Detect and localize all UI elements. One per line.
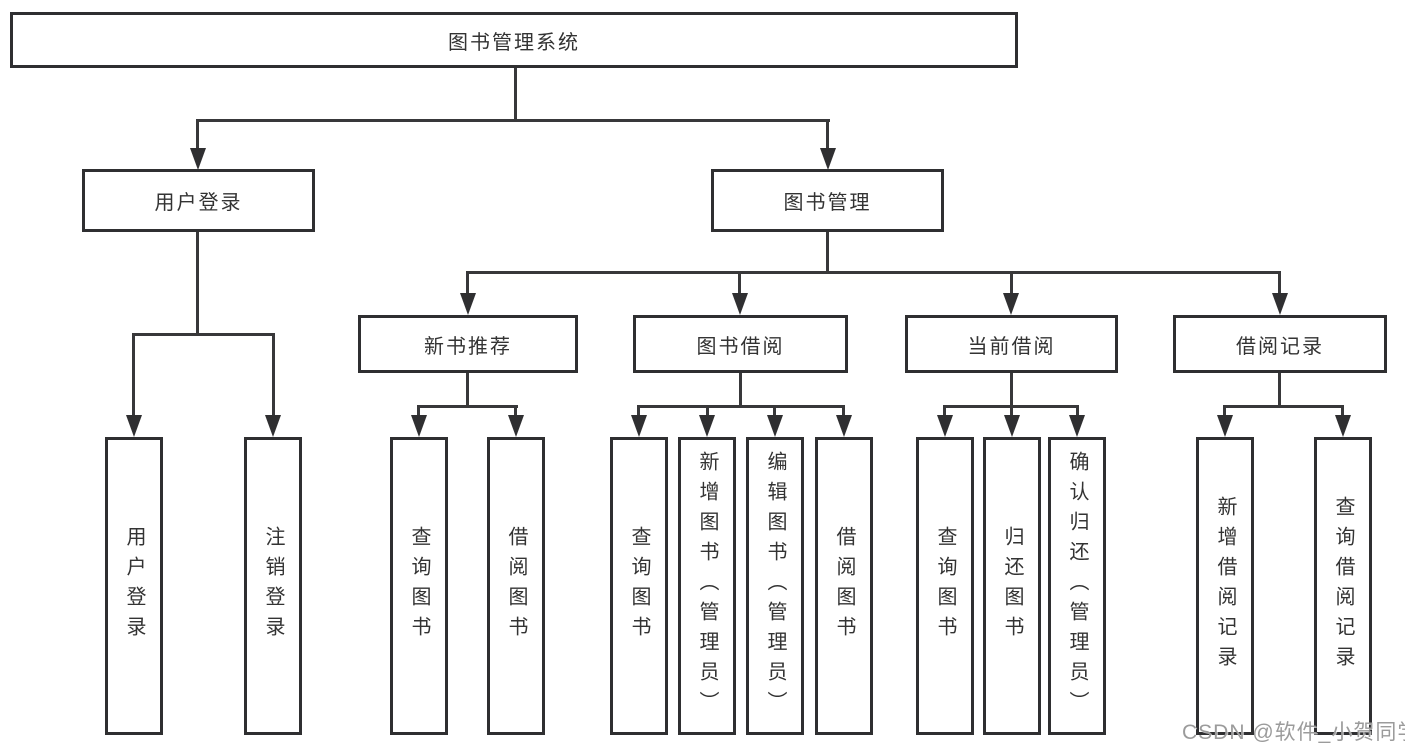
connector-line	[773, 405, 776, 416]
node-borrow-books-borrowing: 借阅图书	[815, 437, 873, 735]
node-borrow-books-recommend: 借阅图书	[487, 437, 545, 735]
node-return-books: 归还图书	[983, 437, 1041, 735]
node-borrowing-records: 借阅记录	[1173, 315, 1387, 373]
arrow-down-icon	[631, 415, 647, 437]
node-label: 图书管理	[783, 192, 872, 214]
node-edit-books-admin: 编辑图书（管理员）	[746, 437, 804, 735]
connector-line	[466, 271, 469, 295]
node-label: 查询图书	[408, 526, 430, 646]
arrow-down-icon	[1069, 415, 1085, 437]
arrow-down-icon	[937, 415, 953, 437]
node-query-books-current: 查询图书	[916, 437, 974, 735]
connector-user-rail	[132, 333, 275, 336]
node-new-book-recommend: 新书推荐	[358, 315, 578, 373]
node-confirm-return-admin: 确认归还（管理员）	[1048, 437, 1106, 735]
node-book-borrowing: 图书借阅	[633, 315, 848, 373]
node-book-management-branch: 图书管理	[711, 169, 944, 232]
node-current-borrowing: 当前借阅	[905, 315, 1118, 373]
connector-line	[1010, 271, 1013, 295]
node-label: 查询图书	[934, 526, 956, 646]
arrow-down-icon	[732, 293, 748, 315]
arrow-down-icon	[460, 293, 476, 315]
connector-line	[466, 373, 469, 408]
node-label: 归还图书	[1001, 526, 1023, 646]
connector-line	[1341, 405, 1344, 416]
node-query-borrow-record: 查询借阅记录	[1314, 437, 1372, 735]
connector-line	[706, 405, 709, 416]
connector-line	[514, 405, 517, 416]
connector-line	[417, 405, 420, 416]
node-query-books-borrowing: 查询图书	[610, 437, 668, 735]
connector-line	[739, 373, 742, 408]
arrow-down-icon	[836, 415, 852, 437]
connector-root-trunk	[514, 68, 517, 121]
arrow-down-icon	[767, 415, 783, 437]
connector-line	[738, 271, 741, 295]
connector-line	[1010, 405, 1013, 416]
connector-line	[1076, 405, 1079, 416]
arrow-down-icon	[820, 148, 836, 170]
node-logout: 注销登录	[244, 437, 302, 735]
node-label: 新增借阅记录	[1214, 496, 1236, 676]
node-library-system-root: 图书管理系统	[10, 12, 1018, 68]
connector-rail	[637, 405, 845, 408]
node-label: 确认归还（管理员）	[1066, 451, 1088, 721]
connector-line	[1223, 405, 1226, 416]
arrow-down-icon	[1003, 293, 1019, 315]
connector-user-trunk	[196, 232, 199, 335]
connector-line	[272, 333, 275, 417]
node-label: 借阅记录	[1236, 335, 1324, 358]
node-label: 注销登录	[262, 526, 284, 646]
connector-line	[826, 119, 829, 148]
node-label: 借阅图书	[505, 526, 527, 646]
connector-line	[842, 405, 845, 416]
connector-rail	[417, 405, 518, 408]
node-label: 查询图书	[628, 526, 650, 646]
node-label: 新书推荐	[424, 335, 512, 358]
arrow-down-icon	[1004, 415, 1020, 437]
arrow-down-icon	[1272, 293, 1288, 315]
node-label: 查询借阅记录	[1332, 496, 1354, 676]
arrow-down-icon	[190, 148, 206, 170]
connector-line	[196, 119, 199, 148]
connector-book-rail	[466, 271, 1281, 274]
node-query-books-recommend: 查询图书	[390, 437, 448, 735]
node-label: 当前借阅	[967, 335, 1056, 358]
node-user-login-action: 用户登录	[105, 437, 163, 735]
node-label: 用户登录	[154, 192, 243, 214]
connector-line	[943, 405, 946, 416]
connector-line	[1278, 373, 1281, 408]
connector-line	[1010, 373, 1013, 408]
node-label: 图书借阅	[696, 335, 785, 358]
connector-line	[132, 333, 135, 417]
connector-line	[637, 405, 640, 416]
node-label: 新增图书（管理员）	[696, 451, 718, 721]
node-user-login-branch: 用户登录	[82, 169, 315, 232]
arrow-down-icon	[265, 415, 281, 437]
node-add-borrow-record: 新增借阅记录	[1196, 437, 1254, 735]
arrow-down-icon	[699, 415, 715, 437]
arrow-down-icon	[411, 415, 427, 437]
connector-rail	[1223, 405, 1344, 408]
arrow-down-icon	[508, 415, 524, 437]
connector-book-trunk	[826, 232, 829, 274]
csdn-watermark: CSDN @软件_小贺同学	[1182, 721, 1405, 744]
arrow-down-icon	[126, 415, 142, 437]
node-label: 借阅图书	[833, 526, 855, 646]
connector-line	[1278, 271, 1281, 295]
node-add-books-admin: 新增图书（管理员）	[678, 437, 736, 735]
node-label: 用户登录	[123, 526, 145, 646]
node-label: 图书管理系统	[448, 31, 580, 54]
arrow-down-icon	[1335, 415, 1351, 437]
connector-root-rail	[196, 119, 830, 122]
arrow-down-icon	[1217, 415, 1233, 437]
node-label: 编辑图书（管理员）	[764, 451, 786, 721]
